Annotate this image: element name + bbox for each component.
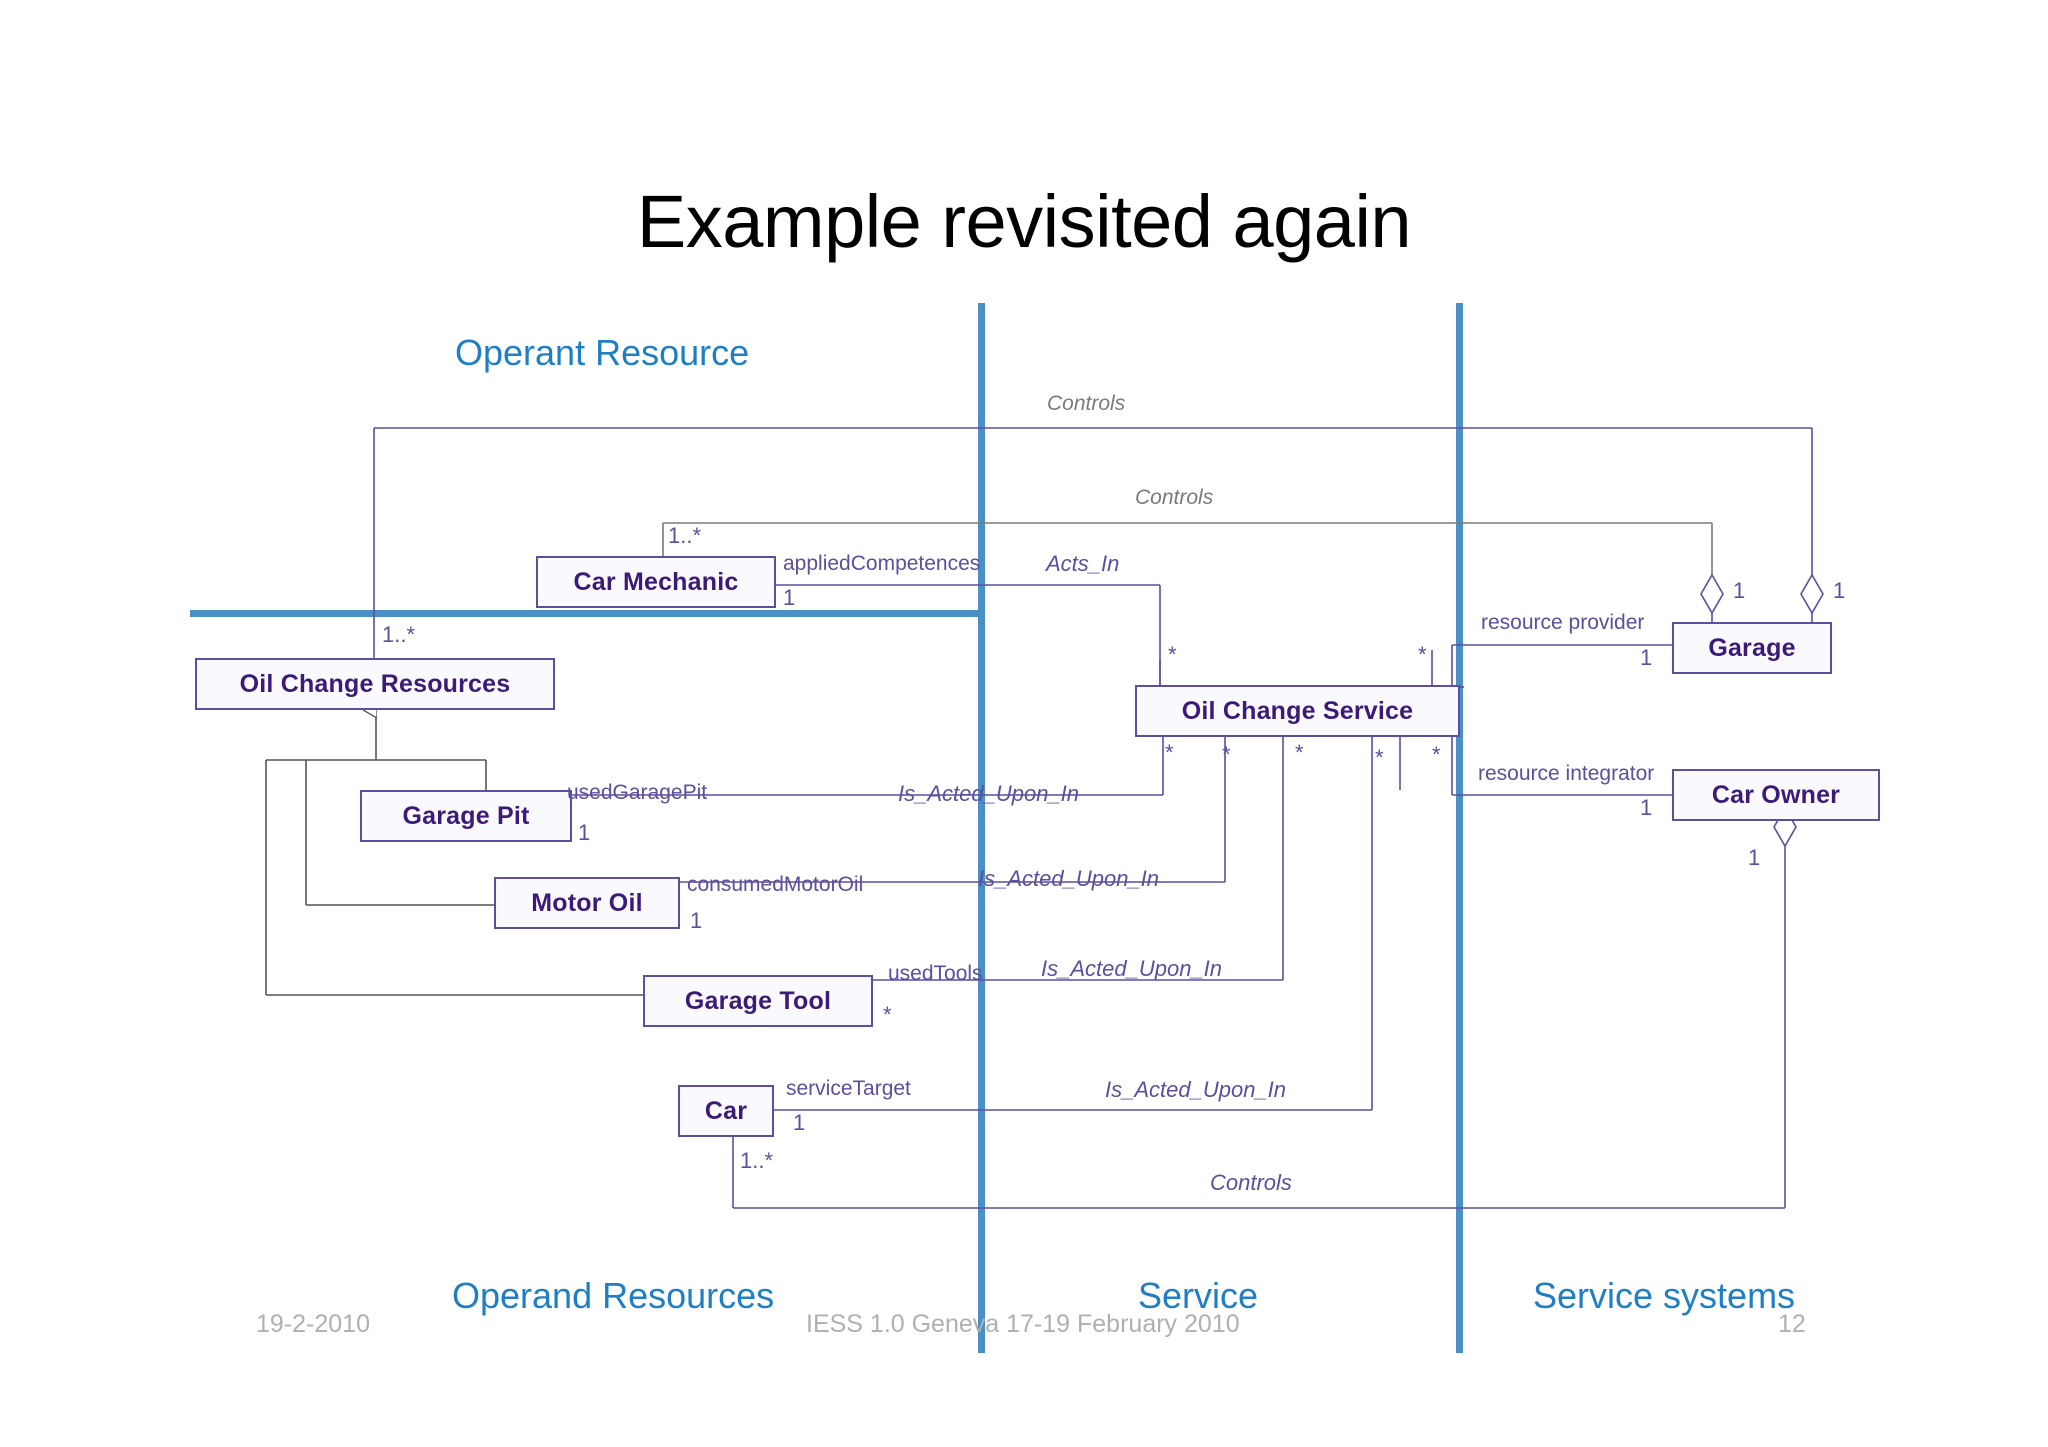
assoc-label-is-acted-upon-in-1: Is_Acted_Upon_In [898, 781, 1080, 806]
multiplicity-service-down-1: * [1165, 740, 1174, 765]
multiplicity-car-mechanic-top: 1..* [668, 523, 702, 548]
multiplicity-service-up-right: * [1418, 642, 1427, 667]
assoc-label-acts-in: Acts_In [1046, 551, 1120, 576]
assoc-label-used-garage-pit: usedGaragePit [567, 781, 708, 804]
divider-horizontal-operant-operand [190, 610, 985, 617]
assoc-label-is-acted-upon-in-4: Is_Acted_Upon_In [1105, 1077, 1287, 1102]
multiplicity-service-down-5: * [1432, 742, 1441, 767]
class-box-oil-change-resources[interactable]: Oil Change Resources [195, 658, 555, 710]
assoc-label-resource-provider: resource provider [1481, 611, 1645, 634]
multiplicity-garage-tool: * [883, 1002, 892, 1027]
class-box-oil-change-service[interactable]: Oil Change Service [1135, 685, 1460, 737]
footer-center-text: IESS 1.0 Geneva 17-19 February 2010 [806, 1310, 1240, 1338]
class-box-car-owner[interactable]: Car Owner [1672, 769, 1880, 821]
class-box-garage-tool[interactable]: Garage Tool [643, 975, 873, 1027]
assoc-label-is-acted-upon-in-2: Is_Acted_Upon_In [978, 866, 1160, 891]
multiplicity-car-right: 1 [793, 1110, 806, 1135]
multiplicity-garage-pit: 1 [578, 820, 591, 845]
assoc-label-controls-second: Controls [1135, 486, 1214, 509]
assoc-label-resource-integrator: resource integrator [1478, 762, 1655, 785]
assoc-label-consumed-motor-oil: consumedMotorOil [687, 873, 864, 896]
multiplicity-garage-left: 1 [1640, 645, 1653, 670]
class-box-garage[interactable]: Garage [1672, 622, 1832, 674]
assoc-label-applied-competences: appliedCompetences [783, 552, 981, 575]
class-box-car[interactable]: Car [678, 1085, 774, 1137]
multiplicity-oil-change-resources-top: 1..* [382, 622, 416, 647]
multiplicity-service-up-left: * [1168, 642, 1177, 667]
zone-label-service: Service [1138, 1275, 1259, 1316]
footer-page-number: 12 [1778, 1310, 1806, 1338]
assoc-label-controls-top: Controls [1047, 392, 1126, 415]
divider-vertical-service-systems [1456, 303, 1463, 1353]
multiplicity-garage-diamond-2: 1 [1833, 578, 1846, 603]
class-box-garage-pit[interactable]: Garage Pit [360, 790, 572, 842]
footer-date: 19-2-2010 [256, 1310, 370, 1338]
multiplicity-motor-oil: 1 [690, 908, 703, 933]
multiplicity-garage-diamond-1: 1 [1733, 578, 1746, 603]
multiplicity-service-down-4: * [1375, 745, 1384, 770]
assoc-label-controls-bottom: Controls [1210, 1170, 1292, 1195]
multiplicity-car-bottom: 1..* [740, 1148, 774, 1173]
divider-vertical-service [978, 303, 985, 1353]
class-box-motor-oil[interactable]: Motor Oil [494, 877, 680, 929]
class-box-car-mechanic[interactable]: Car Mechanic [536, 556, 776, 608]
multiplicity-service-down-2: * [1222, 742, 1231, 767]
assoc-label-is-acted-upon-in-3: Is_Acted_Upon_In [1041, 956, 1223, 981]
zone-label-operant-resource: Operant Resource [455, 332, 750, 373]
assoc-label-service-target: serviceTarget [786, 1077, 911, 1100]
zone-label-operand-resources: Operand Resources [452, 1275, 775, 1316]
assoc-label-used-tools: usedTools [888, 962, 983, 985]
multiplicity-car-mechanic-bottom: 1 [783, 585, 796, 610]
page-title: Example revisited again [636, 180, 1412, 263]
multiplicity-car-owner-diamond: 1 [1748, 845, 1761, 870]
multiplicity-car-owner-left: 1 [1640, 795, 1653, 820]
multiplicity-service-down-3: * [1295, 740, 1304, 765]
zone-label-service-systems: Service systems [1533, 1275, 1796, 1316]
